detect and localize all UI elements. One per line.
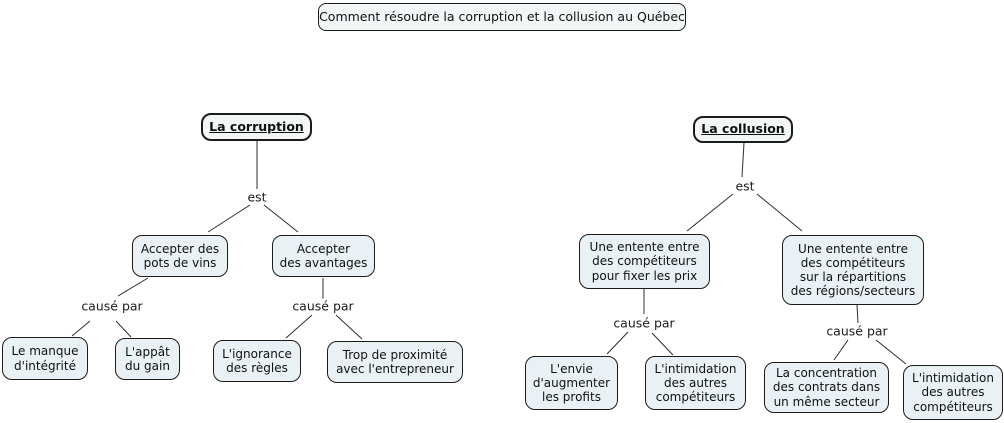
connector-line (207, 204, 251, 233)
link-label-cause-par-collusion-2[interactable]: causé par (824, 323, 890, 339)
node-l-ignorance-des-regles[interactable]: L'ignorance des règles (213, 340, 301, 382)
connector-line (651, 332, 674, 356)
node-title[interactable]: Comment résoudre la corruption et la col… (318, 3, 686, 31)
node-intimidation-competiteurs-2[interactable]: L'intimidation des autres compétiteurs (903, 365, 1003, 420)
connector-line (117, 277, 149, 297)
node-le-manque-d-integrite[interactable]: Le manque d'intégrité (2, 337, 88, 380)
link-label-est-corruption[interactable]: est (245, 189, 269, 205)
link-label-cause-par-corruption-2[interactable]: causé par (290, 298, 356, 314)
link-label-cause-par-collusion-1[interactable]: causé par (611, 315, 677, 331)
node-trop-de-proximite[interactable]: Trop de proximité avec l'entrepreneur (327, 341, 463, 383)
connector-line (833, 339, 849, 361)
connector-line (741, 142, 745, 178)
node-accepter-des-avantages[interactable]: Accepter des avantages (272, 235, 375, 277)
connector-line (335, 314, 363, 340)
connector-line (856, 304, 859, 324)
node-intimidation-competiteurs-1[interactable]: L'intimidation des autres compétiteurs (645, 356, 746, 410)
node-l-appat-du-gain[interactable]: L'appât du gain (115, 338, 180, 380)
connector-line (285, 314, 313, 339)
link-label-cause-par-corruption-1[interactable]: causé par (79, 298, 145, 314)
node-entente-fixer-les-prix[interactable]: Une entente entre des compétiteurs pour … (579, 234, 710, 289)
node-concentration-contrats[interactable]: La concentration des contrats dans un mê… (764, 362, 889, 413)
connector-line (71, 320, 91, 337)
node-entente-regions-secteurs[interactable]: Une entente entre des compétiteurs sur l… (782, 235, 924, 305)
connector-line (756, 193, 803, 232)
node-envie-augmenter-profits[interactable]: L'envie d'augmenter les profits (525, 356, 618, 410)
node-accepter-pots-de-vins[interactable]: Accepter des pots de vins (132, 235, 228, 277)
connector-line (606, 331, 629, 355)
node-la-collusion[interactable]: La collusion (693, 116, 793, 143)
link-label-est-collusion[interactable]: est (733, 178, 757, 194)
connector-line (115, 320, 132, 338)
connector-line (686, 193, 734, 232)
connector-line (875, 339, 907, 365)
node-la-corruption[interactable]: La corruption (201, 113, 312, 141)
connector-line (263, 204, 299, 233)
